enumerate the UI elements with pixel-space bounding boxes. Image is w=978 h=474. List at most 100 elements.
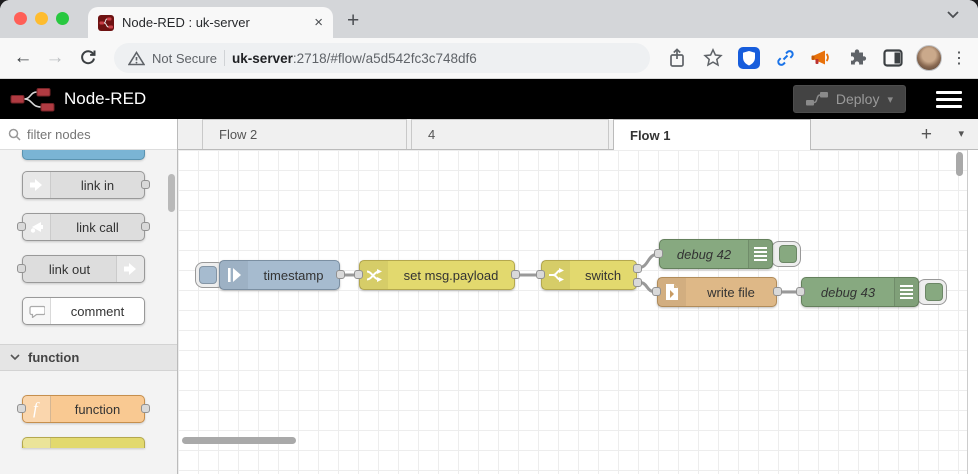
app-title: Node-RED — [64, 89, 147, 108]
node-debug-43[interactable]: debug 43 — [796, 277, 919, 307]
canvas-vertical-scrollbar[interactable] — [956, 152, 963, 176]
debug-list-icon — [894, 278, 918, 306]
new-tab-button[interactable]: + — [347, 9, 360, 32]
extensions-puzzle-icon[interactable] — [842, 48, 872, 68]
filter-nodes-input[interactable] — [27, 126, 157, 142]
back-icon[interactable]: ← — [13, 47, 33, 68]
debug-43-toggle-button[interactable] — [917, 279, 947, 305]
share-icon[interactable] — [662, 48, 692, 68]
palette-node-clipped-top[interactable] — [22, 150, 145, 160]
node-write-file[interactable]: write file — [652, 277, 782, 307]
tab-label: 4 — [428, 127, 436, 142]
file-icon — [658, 278, 686, 306]
browser-tab[interactable]: Node-RED : uk-server × — [88, 7, 333, 38]
link-call-icon — [23, 214, 51, 240]
category-label: function — [28, 350, 80, 365]
tab-flow-2[interactable]: Flow 2 — [202, 119, 407, 149]
close-window-button[interactable] — [14, 12, 27, 25]
tab-flow-1[interactable]: Flow 1 — [613, 119, 811, 150]
palette-node-link-call[interactable]: link call — [17, 213, 150, 241]
output-port[interactable] — [773, 287, 782, 296]
output-port[interactable] — [141, 222, 150, 231]
profile-avatar[interactable] — [914, 45, 944, 71]
tab-search-chevron-icon[interactable] — [946, 10, 960, 19]
input-port[interactable] — [796, 287, 805, 296]
output-port[interactable] — [141, 180, 150, 189]
deploy-button[interactable]: Deploy ▾ — [792, 85, 906, 113]
security-label[interactable]: Not Secure — [152, 50, 218, 66]
palette-node-label: function — [74, 401, 121, 417]
palette-search[interactable] — [0, 119, 177, 150]
add-flow-button[interactable]: + — [920, 124, 932, 145]
megaphone-extension-icon[interactable] — [806, 48, 836, 68]
flow-tab-bar: Flow 2 4 Flow 1 + ▾ — [178, 119, 978, 150]
palette-node-link-in[interactable]: link in — [22, 171, 150, 199]
side-panel-icon[interactable] — [878, 49, 908, 67]
browser-menu-icon[interactable]: ⋮ — [951, 50, 967, 67]
link-extension-icon[interactable] — [770, 47, 800, 69]
node-label: write file — [707, 284, 755, 300]
link-icon — [116, 256, 144, 282]
reload-icon[interactable] — [78, 48, 98, 68]
palette-list: link in link call link out — [0, 150, 177, 474]
palette-node-label: link out — [48, 261, 91, 277]
switch-icon — [542, 261, 570, 289]
input-port[interactable] — [536, 270, 545, 279]
url-text[interactable]: uk-server:2718/#flow/a5d542fc3c748df6 — [232, 51, 477, 66]
bookmark-star-icon[interactable] — [698, 48, 728, 68]
tab-label: Flow 2 — [219, 127, 258, 142]
link-icon — [23, 172, 51, 198]
browser-tab-strip: Node-RED : uk-server × + — [0, 0, 978, 38]
output-port[interactable] — [511, 270, 520, 279]
palette-node-comment[interactable]: comment — [22, 297, 145, 325]
palette-node-label: link in — [80, 177, 115, 193]
shuffle-icon — [360, 261, 388, 289]
palette-node-function[interactable]: f function — [17, 395, 150, 423]
url-host: uk-server — [232, 50, 293, 66]
node-label: switch — [584, 267, 622, 283]
main-menu-icon[interactable] — [936, 90, 962, 108]
input-port[interactable] — [17, 222, 26, 231]
node-inject-timestamp[interactable]: timestamp — [219, 260, 345, 290]
node-label: set msg.payload — [403, 267, 499, 283]
node-red-header: Node-RED Deploy ▾ — [0, 79, 978, 119]
output-port[interactable] — [336, 270, 345, 279]
tab-4[interactable]: 4 — [411, 119, 609, 149]
search-icon — [8, 128, 21, 141]
not-secure-warning-icon[interactable] — [128, 50, 145, 66]
output-port-1[interactable] — [633, 264, 642, 273]
window-controls — [14, 12, 69, 25]
output-port-2[interactable] — [633, 278, 642, 287]
input-port[interactable] — [17, 404, 26, 413]
palette-category-function[interactable]: function — [0, 344, 177, 371]
node-change-set-msg-payload[interactable]: set msg.payload — [354, 260, 520, 290]
deploy-label: Deploy — [835, 91, 880, 107]
sidebar-gutter — [967, 150, 975, 474]
node-label: debug 43 — [820, 284, 876, 300]
close-tab-icon[interactable]: × — [314, 14, 323, 31]
output-port[interactable] — [141, 404, 150, 413]
input-port[interactable] — [652, 287, 661, 296]
input-port[interactable] — [354, 270, 363, 279]
deploy-caret-icon[interactable]: ▾ — [887, 93, 893, 106]
flow-list-caret-icon[interactable]: ▾ — [958, 128, 964, 140]
palette-node-clipped-bottom[interactable] — [22, 437, 145, 448]
flow-canvas[interactable]: timestamp set msg.payload — [178, 150, 967, 474]
chevron-down-icon — [10, 354, 20, 361]
canvas-horizontal-scrollbar[interactable] — [182, 437, 296, 444]
node-debug-42[interactable]: debug 42 — [654, 239, 773, 269]
palette-scrollbar[interactable] — [168, 174, 175, 212]
debug-42-toggle-button[interactable] — [771, 241, 801, 267]
inject-icon — [220, 261, 248, 289]
fullscreen-window-button[interactable] — [56, 12, 69, 25]
input-port[interactable] — [17, 264, 26, 273]
omnibox-divider — [224, 50, 226, 66]
palette-node-link-out[interactable]: link out — [17, 255, 145, 283]
comment-bubble-icon — [23, 298, 51, 324]
node-switch[interactable]: switch — [536, 260, 642, 290]
bitwarden-extension-icon[interactable] — [734, 47, 764, 69]
address-bar[interactable]: Not Secure uk-server:2718/#flow/a5d542fc… — [114, 43, 650, 73]
input-port[interactable] — [654, 249, 663, 258]
minimize-window-button[interactable] — [35, 12, 48, 25]
deploy-icon — [805, 92, 828, 106]
